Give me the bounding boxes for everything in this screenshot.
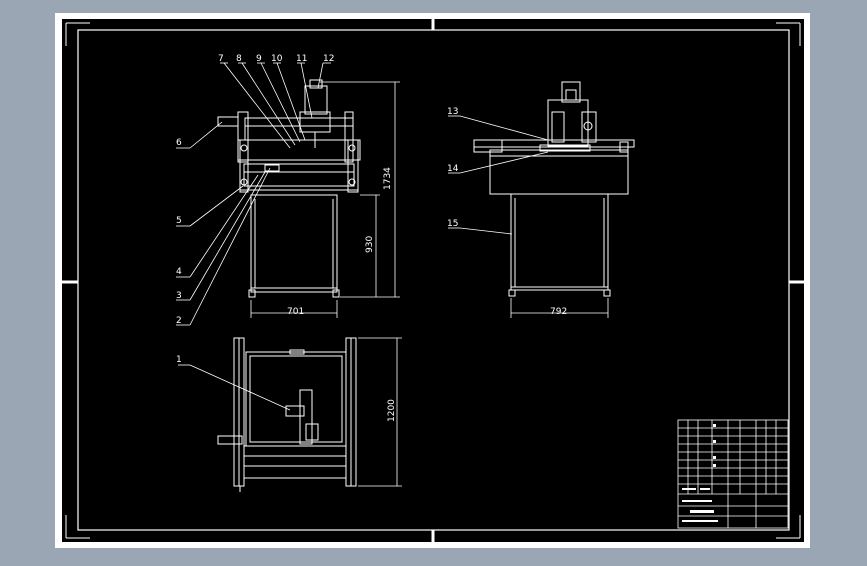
part-label-8: 8 (236, 54, 242, 64)
part-label-1: 1 (176, 355, 182, 365)
side-view (473, 81, 635, 297)
dim-front-table-height: 930 (365, 236, 375, 253)
dim-front-height: 1734 (383, 167, 393, 190)
top-view (217, 337, 357, 492)
part-label-5: 5 (176, 216, 182, 226)
part-label-12: 12 (323, 54, 334, 64)
part-labels: 1 2 3 4 5 6 7 8 9 10 11 12 13 14 15 (176, 54, 459, 365)
part-label-13: 13 (447, 107, 458, 117)
part-label-14: 14 (447, 164, 459, 174)
dim-front-width: 701 (287, 307, 304, 317)
dim-side-width: 792 (550, 307, 567, 317)
part-label-7: 7 (218, 54, 224, 64)
part-label-4: 4 (176, 267, 182, 277)
top-dimension-lines (358, 337, 402, 487)
drawing-area (62, 19, 804, 542)
part-label-2: 2 (176, 316, 182, 326)
front-dimension-lines (250, 81, 400, 318)
part-label-10: 10 (271, 54, 283, 64)
title-block-fills (682, 424, 718, 522)
part-label-6: 6 (176, 138, 182, 148)
corner-ticks (65, 22, 801, 539)
part-label-3: 3 (176, 291, 182, 301)
side-dimension-lines (510, 298, 609, 318)
part-label-15: 15 (447, 219, 458, 229)
centering-marks (62, 19, 804, 542)
leader-lines (176, 62, 549, 411)
front-view (217, 79, 361, 298)
title-block (677, 419, 789, 529)
part-label-11: 11 (296, 54, 307, 64)
part-label-9: 9 (256, 54, 262, 64)
dim-top-depth: 1200 (387, 399, 397, 422)
